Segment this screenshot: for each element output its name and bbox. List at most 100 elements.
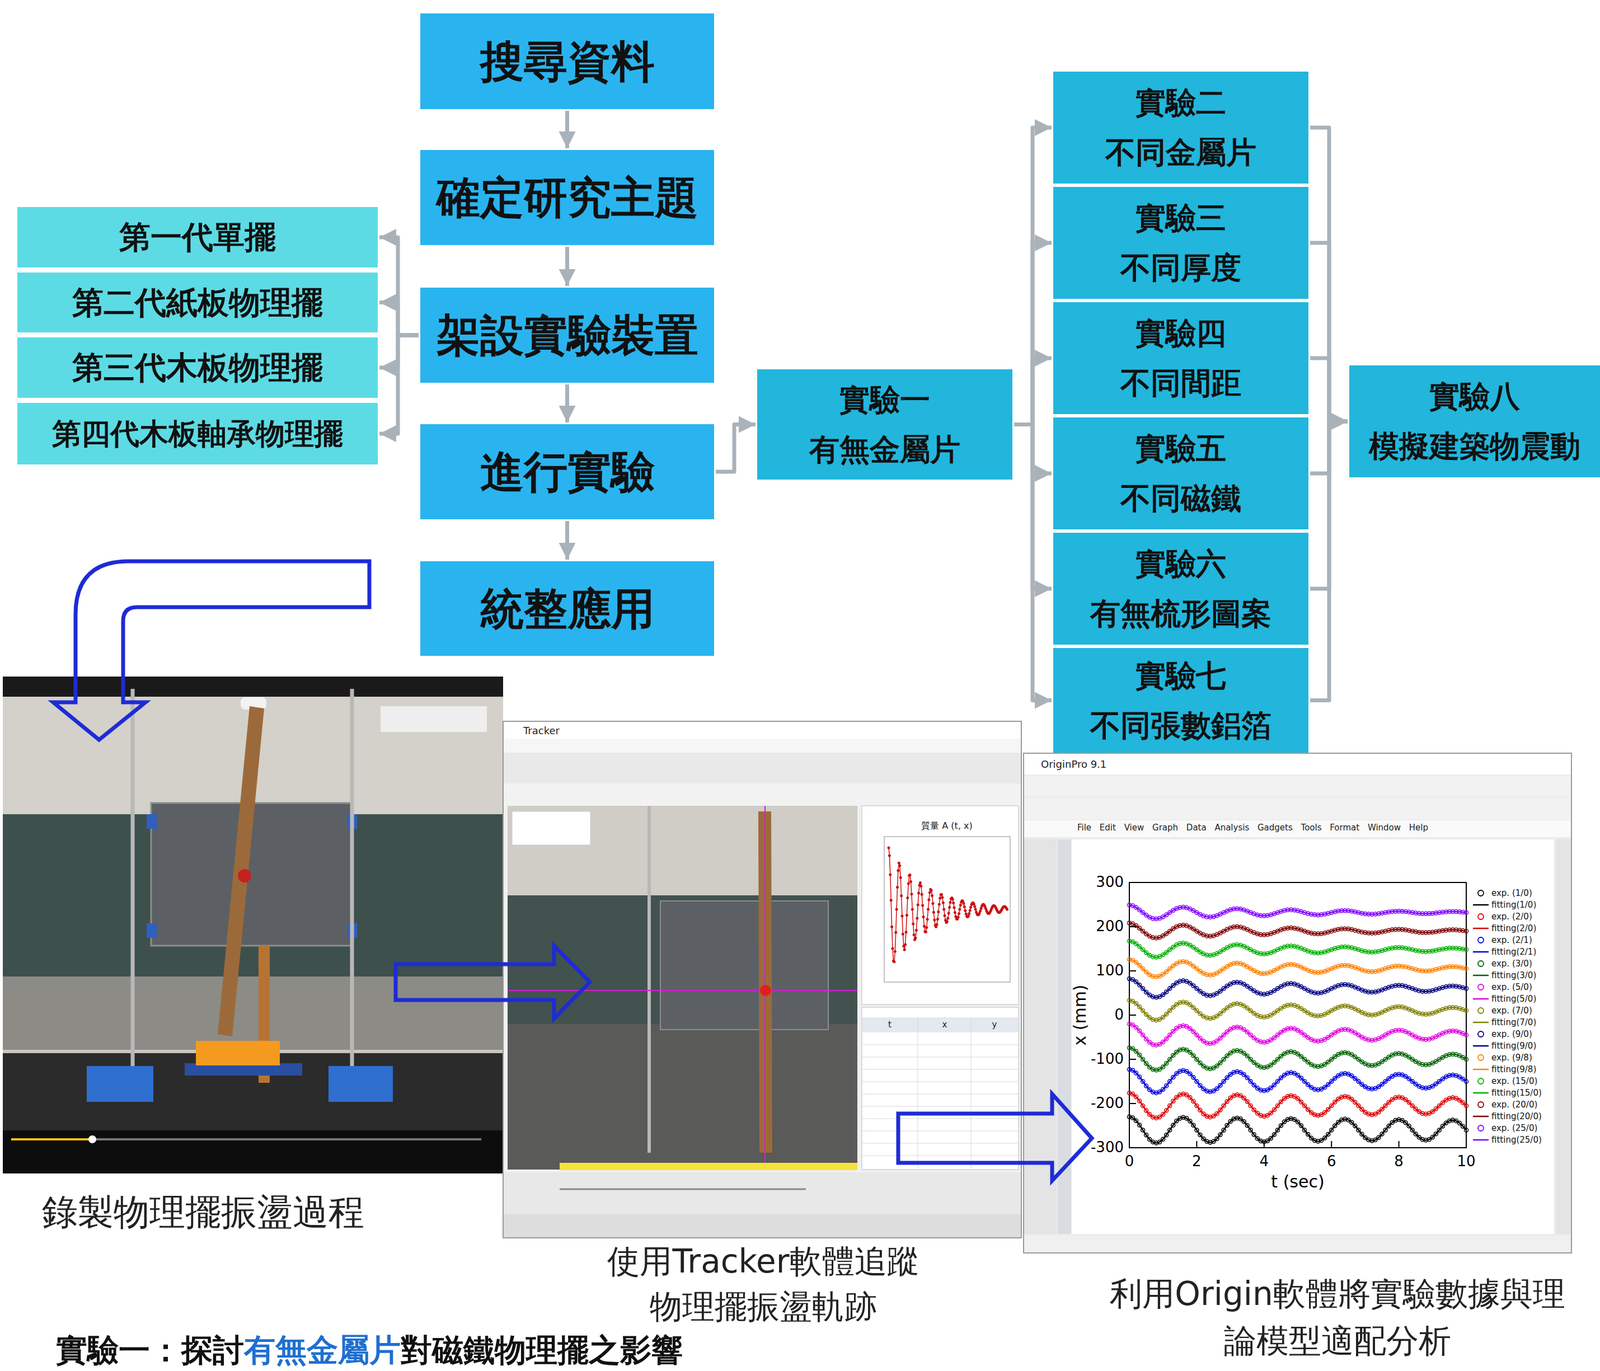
legend-text: fitting(2/1) (1491, 946, 1537, 958)
axis-title: x (mm) (1070, 984, 1091, 1046)
tick-mark (1128, 1141, 1130, 1148)
legend-text: exp. (20/0) (1491, 1099, 1538, 1111)
legend-marker (1477, 1007, 1484, 1014)
tick-label: -100 (1090, 1050, 1124, 1068)
legend-text: exp. (3/0) (1491, 958, 1533, 970)
tracker-curve (887, 846, 1010, 964)
tick-label: 2 (1192, 1152, 1202, 1171)
fit-line (1129, 1069, 1467, 1093)
tracker-window (503, 738, 1021, 753)
legend-text: exp. (2/0) (1491, 911, 1533, 923)
legend-text: exp. (25/0) (1491, 1122, 1538, 1134)
graph-title: 質量 A (t, x) (921, 820, 973, 832)
pendulum-photo (2, 676, 504, 1174)
pendulum-photo (2, 676, 504, 697)
legend-text: fitting(20/0) (1491, 1110, 1542, 1123)
tracker-window (503, 783, 1021, 806)
tracker-window (660, 901, 829, 1030)
legend-marker (1477, 1078, 1484, 1085)
table-rows (862, 1094, 1018, 1095)
tracker-window (861, 1007, 1019, 1170)
tick-label: 200 (1095, 917, 1124, 936)
fit-line (1129, 959, 1467, 978)
tracker-window (512, 811, 591, 846)
section-title: 實驗一：探討 (55, 1333, 245, 1368)
legend-text: fitting(9/8) (1491, 1063, 1537, 1076)
origin-window (1555, 839, 1571, 1234)
pendulum-photo (11, 1138, 93, 1141)
experiment-box: 實驗八模擬建築物震動 (1349, 365, 1600, 478)
legend-text: fitting(3/0) (1491, 969, 1537, 982)
tick-mark (1263, 1141, 1265, 1148)
flow-connector (715, 424, 756, 473)
tracker-window (862, 1017, 1018, 1033)
tick-label: -300 (1090, 1138, 1124, 1157)
pendulum-photo (86, 1066, 154, 1102)
tick-label: -200 (1090, 1094, 1124, 1112)
section-title: 有無金屬片 (244, 1333, 401, 1368)
fit-line (1129, 922, 1467, 938)
axis-title: t (sec) (1270, 1171, 1325, 1193)
legend-line (1472, 904, 1489, 907)
origin-window (1024, 1235, 1571, 1253)
legend-marker (1477, 937, 1484, 943)
figure-caption: 利用Origin軟體將實驗數據與理論模型適配分析 (1108, 1270, 1567, 1365)
flow-arrow-outline (53, 561, 370, 740)
table-rows (862, 1118, 1018, 1120)
box-text: 不同間距 (1120, 364, 1242, 402)
box-text: 不同磁鐵 (1120, 480, 1242, 517)
legend-text: exp. (9/0) (1491, 1028, 1533, 1040)
tracker-window (503, 721, 1022, 1238)
tick-label: 6 (1326, 1152, 1337, 1171)
fit-line (1129, 978, 1467, 998)
tick-label: 0 (1124, 1152, 1135, 1171)
table-rows (862, 1143, 1018, 1144)
legend-marker (1477, 890, 1484, 896)
pendulum-photo (130, 688, 135, 1083)
tick-mark (1398, 1141, 1400, 1148)
box-text: 進行實驗 (480, 445, 655, 499)
legend-line (1472, 1139, 1489, 1142)
box-heading: 實驗四 (1135, 315, 1227, 352)
box-text: 確定研究主題 (436, 171, 699, 224)
experiment-box: 實驗一有無金屬片 (757, 369, 1013, 480)
flow-arrow-outline (395, 945, 590, 1019)
tracker-window (559, 1162, 858, 1171)
flow-connector (379, 335, 419, 434)
apparatus-box: 第三代木板物理擺 (17, 337, 378, 398)
tracker-window (503, 721, 1022, 1238)
box-heading: 實驗八 (1429, 378, 1520, 415)
tick-mark (1129, 1014, 1137, 1016)
process-box: 搜尋資料 (420, 13, 715, 110)
legend-text: exp. (5/0) (1491, 981, 1533, 993)
origin-window (1023, 753, 1572, 1254)
legend-text: fitting(25/0) (1491, 1134, 1542, 1146)
legend-text: exp. (9/8) (1491, 1052, 1533, 1064)
flow-connector (379, 237, 419, 336)
tick-label: 4 (1259, 1152, 1270, 1171)
tracker-window (503, 752, 1021, 784)
legend-marker (1477, 984, 1484, 990)
fit-line (1129, 1000, 1467, 1021)
flow-connector (565, 110, 570, 149)
pendulum-photo (92, 1138, 482, 1141)
table-rows (917, 1017, 919, 1169)
tick-mark (1330, 1141, 1332, 1148)
origin-window (1129, 882, 1467, 1148)
tracker-window (559, 1188, 806, 1191)
experiment-box: 實驗四不同間距 (1053, 302, 1309, 415)
tick-label: 8 (1394, 1152, 1404, 1171)
tick-mark (1129, 1147, 1137, 1149)
legend-line (1472, 1115, 1489, 1118)
tracker-window (507, 989, 858, 992)
box-text: 搜尋資料 (480, 35, 655, 88)
flow-connector (565, 521, 570, 560)
experiment-box: 實驗七不同張數鋁箔 (1053, 648, 1309, 753)
legend-marker (1477, 913, 1484, 920)
box-text: 第一代單擺 (119, 218, 276, 256)
process-box: 架設實驗裝置 (420, 287, 715, 383)
figure-caption: 使用Tracker軟體追蹤物理擺振盪軌跡 (595, 1239, 932, 1330)
legend-text: fitting(1/0) (1491, 899, 1537, 911)
legend-marker (1477, 1125, 1484, 1132)
